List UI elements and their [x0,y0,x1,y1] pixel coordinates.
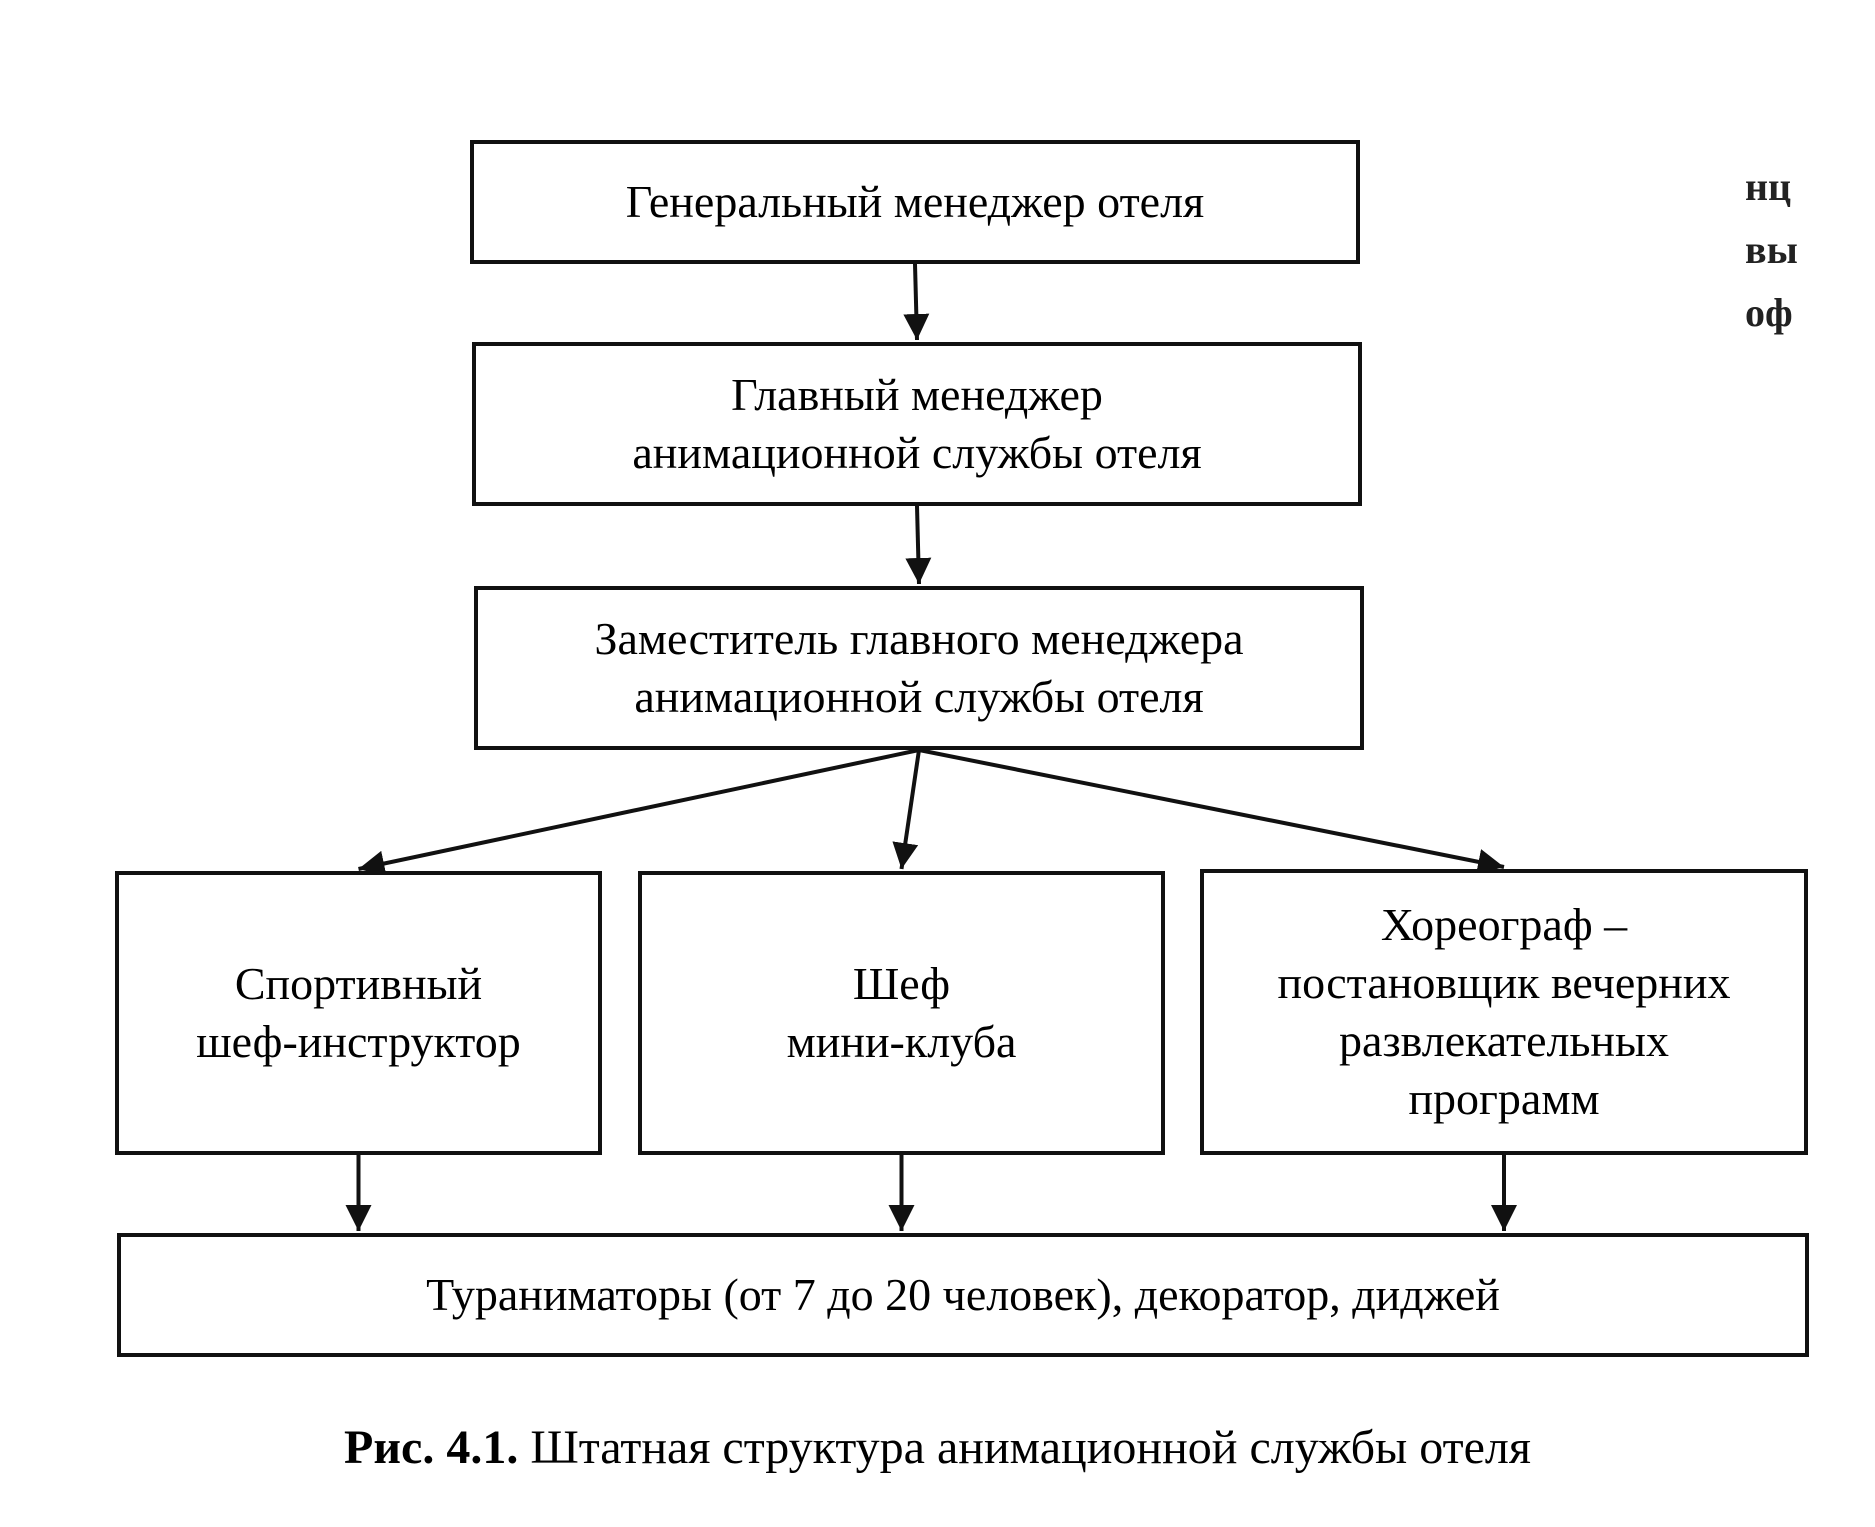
margin-fragment-1: нц [1745,164,1792,209]
figure-caption-text: Штатная структура анимационной службы от… [530,1421,1531,1474]
choreographer-label-line-1: Хореограф – [1380,899,1628,950]
animators-label-line-1: Туранимато­ры (от 7 до 20 человек), деко… [426,1269,1500,1320]
general-manager-label-line-1: Генеральный менеджер отеля [625,176,1205,227]
arrow-deputy-manager-to-miniclub-chief [892,749,921,870]
choreographer-label-line-3: развлекательных [1339,1015,1669,1066]
chief-manager-label-line-1: Главный менеджер [731,369,1103,420]
arrow-deputy-manager-to-choreographer [918,748,1505,875]
sports-chief-label-line-2: шеф-инструктор [196,1016,521,1067]
deputy-manager-box: Заместитель главного менеджера анимацион… [474,586,1364,750]
margin-fragment-2: вы [1745,227,1798,272]
arrow-deputy-manager-to-sports-chief [358,748,920,877]
chief-manager-label-line-2: анимационной службы отеля [632,427,1202,478]
choreographer-label-line-2: постановщик вечерних [1277,957,1731,1008]
deputy-manager-label-line-1: Заместитель главного менеджера [594,613,1244,664]
miniclub-chief-label-line-1: Шеф [852,958,951,1009]
sports-chief-box: Спортивный шеф-инструктор [115,871,602,1155]
choreographer-label-line-4: программ [1408,1073,1600,1124]
figure-caption: Рис. 4.1. Штатная структура анимационной… [0,1418,1875,1478]
deputy-manager-label-line-2: анимационной службы отеля [634,671,1204,722]
general-manager-box: Генеральный менеджер отеля [470,140,1360,264]
choreographer-box: Хореограф – постановщик вечерних развлек… [1200,869,1808,1155]
sports-chief-label-line-1: Спортивный [234,958,483,1009]
arrow-general-manager-to-chief-manager [903,263,930,341]
miniclub-chief-box: Шеф мини-клуба [638,871,1165,1155]
figure-caption-number: Рис. 4.1. [344,1421,519,1474]
chief-manager-box: Главный менеджер анимационной службы оте… [472,342,1362,506]
animators-box: Туранимато­ры (от 7 до 20 человек), деко… [117,1233,1809,1357]
arrow-chief-manager-to-deputy-manager [905,505,932,585]
miniclub-chief-label-line-2: мини-клуба [786,1016,1017,1067]
margin-fragment-3: оф [1745,290,1793,335]
